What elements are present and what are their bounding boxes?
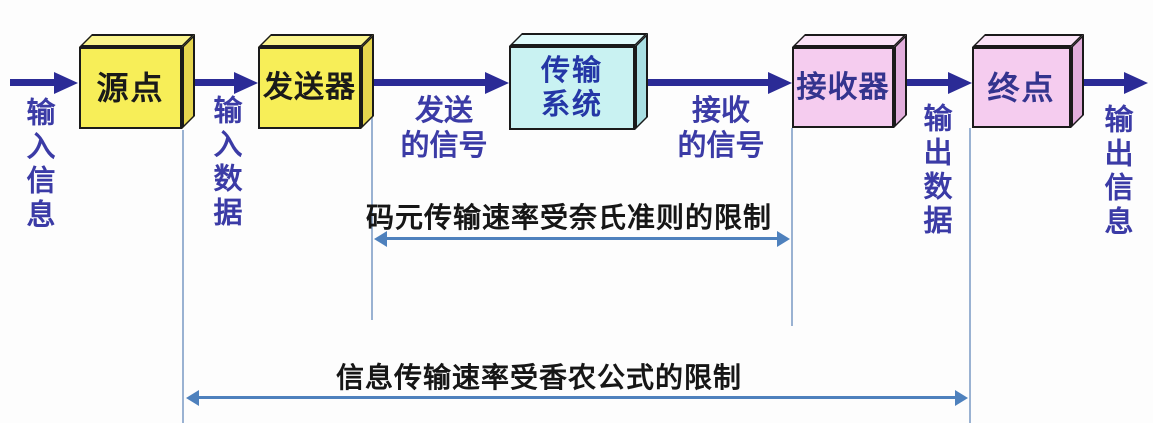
box-receiver-top-face [792, 34, 907, 47]
label-sent-signal: 发送 的信号 [359, 94, 529, 164]
box-transmission-system-top-face [509, 33, 648, 46]
caption-shannon-limit: 信息传输速率受香农公式的限制 [336, 363, 743, 394]
label-received-signal-line1: 接收 [691, 95, 750, 127]
box-source: 源点 [79, 34, 195, 129]
label-output-info: 输出信息 [1100, 104, 1132, 240]
end-bar-receiver [791, 128, 793, 326]
flow-arrow-transmitter-to-system [371, 79, 485, 86]
flow-arrow-into-source [10, 79, 54, 86]
box-transmission-system-label-line2: 系统 [540, 89, 603, 121]
box-destination-label: 终点 [972, 47, 1071, 128]
flow-arrow-out-of-destination [1084, 79, 1124, 86]
box-destination: 终点 [972, 34, 1084, 128]
box-destination-top-face [972, 34, 1084, 47]
label-input-data: 输入数据 [209, 95, 241, 231]
box-receiver: 接收器 [792, 34, 907, 128]
box-transmission-system-label: 传输 系统 [509, 46, 635, 130]
label-received-signal-line2: 的信号 [677, 130, 765, 162]
flow-arrow-receiver-to-destination [896, 79, 948, 86]
box-transmission-system-label-line1: 传输 [540, 55, 603, 87]
box-transmitter-top-face [258, 34, 374, 47]
end-bar-transmitter [371, 116, 373, 320]
flow-arrow-system-to-receiver [647, 79, 768, 86]
nyquist-range-arrow [387, 237, 777, 240]
shannon-range-arrow [199, 396, 955, 399]
label-input-info: 输入信息 [22, 97, 54, 233]
box-transmitter-label: 发送器 [258, 47, 361, 129]
box-transmission-system: 传输 系统 [509, 33, 648, 130]
label-sent-signal-line1: 发送 [414, 95, 473, 127]
box-destination-side-face [1071, 34, 1084, 128]
box-receiver-side-face [894, 34, 907, 128]
box-source-side-face [182, 34, 195, 129]
box-transmitter: 发送器 [258, 34, 374, 129]
label-output-data: 输出数据 [919, 103, 951, 239]
caption-nyquist-limit: 码元传输速率受奈氏准则的限制 [366, 203, 773, 234]
box-source-label: 源点 [79, 47, 182, 129]
end-bar-source [182, 130, 184, 423]
box-source-top-face [79, 34, 195, 47]
end-bar-destination [969, 128, 971, 423]
label-received-signal: 接收 的信号 [636, 94, 806, 164]
box-receiver-label: 接收器 [792, 47, 894, 128]
flow-arrow-source-to-transmitter [186, 79, 234, 86]
label-sent-signal-line2: 的信号 [400, 130, 488, 162]
